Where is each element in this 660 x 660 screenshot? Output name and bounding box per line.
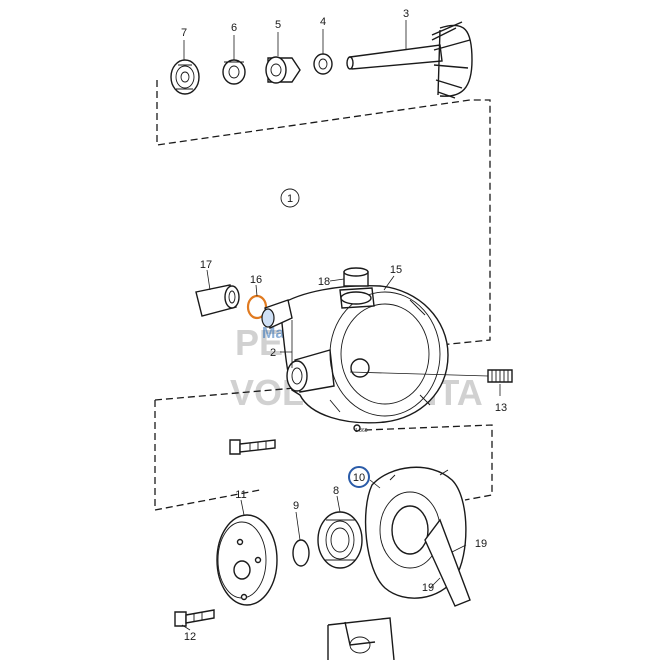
callout-11: 11 [235,489,246,501]
callout-10: 10 [353,472,365,484]
callout-2: 2 [270,347,276,359]
callout-17: 17 [200,259,212,271]
bolt-left [229,439,276,455]
circlip-part-9 [292,539,310,567]
callout-9: 9 [293,500,299,512]
callout-12: 12 [184,631,196,643]
bolt-part-12 [174,609,215,627]
callout-6: 6 [231,22,237,34]
callout-18: 18 [318,276,330,288]
callout-1: 1 [280,188,300,208]
callout-19-bottom: 19 [422,582,434,594]
highlight-ring-10 [348,466,370,488]
callout-8: 8 [333,485,339,497]
callout-1-label: 1 [287,193,293,205]
callout-4: 4 [320,16,326,28]
pulley-part-11 [216,514,278,606]
bolt-part-13 [349,369,513,383]
drawing-number: 1 860 [355,428,368,434]
callout-16: 16 [250,274,262,286]
washer-part-4 [313,53,333,75]
callout-3: 3 [403,8,409,20]
leader-lines [181,20,501,631]
callout-labels: 7 6 5 4 3 17 16 18 15 2 13 11 9 8 10 19 … [181,8,507,643]
callout-7: 7 [181,27,187,39]
bearing-part-7 [170,59,200,95]
callout-19-right: 19 [475,538,487,550]
cap-part-18 [343,267,369,287]
assembly-outline-top [156,80,491,346]
partial-component-bottom [327,617,395,660]
callout-15: 15 [390,264,402,276]
sleeve-part-5 [265,56,301,84]
bearing-part-8 [317,511,363,569]
shaft-impeller-part-3 [346,21,473,99]
cover-part-19 [364,466,471,607]
shaft-assembly [170,21,473,99]
hose-part-17 [195,284,240,317]
callout-5: 5 [275,19,281,31]
seal-part-6 [222,59,246,85]
callout-13: 13 [495,402,507,414]
